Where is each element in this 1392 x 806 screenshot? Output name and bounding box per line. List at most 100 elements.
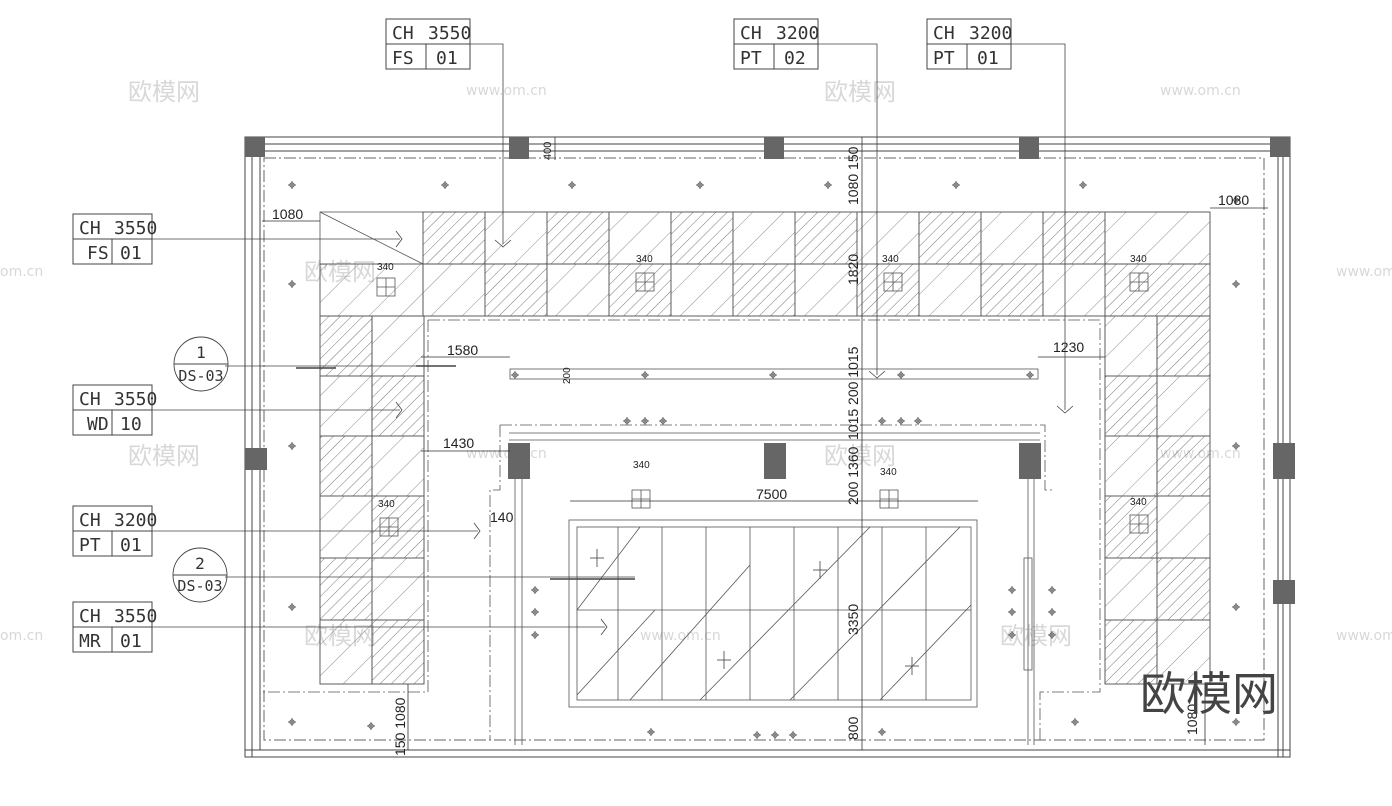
ceiling-light-icon xyxy=(1048,631,1056,639)
ceiling-light-icon xyxy=(531,586,539,594)
watermark-site: www.om.cn xyxy=(466,446,547,462)
detail-ref: DS-03 xyxy=(178,367,223,385)
ceiling-light-icon xyxy=(1008,608,1016,616)
dim-340: 340 xyxy=(378,499,395,510)
dim-1580: 1580 xyxy=(447,342,478,358)
ceiling-light-icon xyxy=(1008,631,1016,639)
dim-7500: 7500 xyxy=(756,486,787,502)
material-tag: CH 3550 FS 01 xyxy=(385,18,471,70)
column xyxy=(508,443,530,479)
dim-1230: 1230 xyxy=(1053,339,1084,355)
watermark-logo: 欧模网 xyxy=(824,442,896,470)
watermark-logo: 欧模网 xyxy=(1000,622,1072,650)
watermark-site: www.om.cn xyxy=(1336,628,1392,644)
column xyxy=(1273,580,1295,604)
ceiling-light-icon xyxy=(897,417,905,425)
ceiling-light-icon xyxy=(1232,603,1240,611)
dim-140: 140 xyxy=(490,509,514,525)
dim-1430: 1430 xyxy=(443,435,474,451)
tag-num: 01 xyxy=(436,48,458,69)
dimension-lines xyxy=(262,137,1268,750)
tag-height: 3550 xyxy=(114,606,157,627)
dim-340: 340 xyxy=(377,262,394,273)
detail-ref: DS-03 xyxy=(177,577,222,595)
tag-height: 3550 xyxy=(114,389,157,410)
dim-1015-200-1015: 1015 200 1015 xyxy=(845,346,861,440)
hatched-right-band xyxy=(1104,315,1211,685)
material-tag: CH 3200 PT 01 xyxy=(926,18,1012,70)
ceiling-light-icon xyxy=(288,603,296,611)
ceiling-light-icon xyxy=(1232,718,1240,726)
ceiling-light-icon xyxy=(288,718,296,726)
material-tag: CH 3550 FS 01 xyxy=(72,213,157,265)
ceiling-light-icon xyxy=(367,722,375,730)
ceiling-light-icon xyxy=(1232,280,1240,288)
detail-number: 1 xyxy=(196,343,206,362)
tag-ch: CH xyxy=(79,510,101,531)
ceiling-light-icon xyxy=(568,181,576,189)
structural-columns xyxy=(245,137,1295,604)
dim-1080-br: 1080 xyxy=(1184,704,1200,735)
dim-340: 340 xyxy=(633,460,650,471)
tag-num: 01 xyxy=(120,535,142,556)
column xyxy=(1019,443,1041,479)
sprinkler-icon xyxy=(590,549,604,567)
dim-800: 800 xyxy=(845,716,861,740)
inner-ceiling-outlines xyxy=(262,319,1101,745)
tag-height: 3550 xyxy=(428,23,471,44)
tag-code: WD xyxy=(87,414,109,435)
sprinkler-icon xyxy=(717,651,731,669)
sprinkler-icon xyxy=(905,657,919,675)
tag-ch: CH xyxy=(740,23,762,44)
tag-ch: CH xyxy=(79,218,101,239)
dim-340: 340 xyxy=(882,254,899,265)
ceiling-light-icon xyxy=(288,442,296,450)
tag-ch: CH xyxy=(79,606,101,627)
watermark-site: www.om.cn xyxy=(640,628,721,644)
leader-lines xyxy=(152,43,1074,636)
ceiling-light-icon xyxy=(647,728,655,736)
tag-code: MR xyxy=(79,631,101,652)
dim-1080-150: 1080 150 xyxy=(845,146,861,205)
ceiling-light-icon xyxy=(288,181,296,189)
watermark-site: www.om.cn xyxy=(466,83,547,99)
ceiling-light-icon xyxy=(1232,196,1240,204)
ceiling-light-icon xyxy=(897,371,905,379)
tag-code: PT xyxy=(933,48,955,69)
ceiling-light-icon xyxy=(878,728,886,736)
watermark-site: www.om.cn xyxy=(1336,264,1392,280)
detail-number: 2 xyxy=(195,554,205,573)
column xyxy=(1270,137,1290,157)
tag-num: 02 xyxy=(784,48,806,69)
column xyxy=(764,443,786,479)
tag-height: 3200 xyxy=(969,23,1012,44)
dim-1080-left: 1080 xyxy=(272,206,303,222)
central-glass-panel xyxy=(568,519,978,708)
ceiling-light-icon xyxy=(1232,442,1240,450)
tag-num: 01 xyxy=(977,48,999,69)
tag-code: FS xyxy=(87,243,109,264)
dim-150-1080: 150 1080 xyxy=(392,697,408,756)
ceiling-light-icon xyxy=(288,280,296,288)
detail-callout: 1 DS-03 xyxy=(173,336,229,392)
hatched-ceiling-band xyxy=(319,211,1211,317)
material-tag: CH 3200 PT 02 xyxy=(733,18,819,70)
tag-code: PT xyxy=(740,48,762,69)
ceiling-light-icon xyxy=(1048,586,1056,594)
ceiling-light-icon xyxy=(789,731,797,739)
ceiling-light-icon xyxy=(531,631,539,639)
ceiling-light-icon xyxy=(511,371,519,379)
ceiling-light-icon xyxy=(659,417,667,425)
tag-num: 10 xyxy=(120,414,142,435)
dim-200: 200 xyxy=(562,367,573,384)
dim-1080-right: 1080 xyxy=(1218,192,1249,208)
tag-num: 01 xyxy=(120,631,142,652)
tag-num: 01 xyxy=(120,243,142,264)
ceiling-light-icon xyxy=(531,608,539,616)
ceiling-light-icon xyxy=(769,371,777,379)
tag-code: FS xyxy=(392,48,414,69)
ceiling-light-icon xyxy=(771,731,779,739)
tag-height: 3200 xyxy=(776,23,819,44)
column xyxy=(509,137,529,159)
watermark-logo: 欧模网 xyxy=(128,78,200,106)
